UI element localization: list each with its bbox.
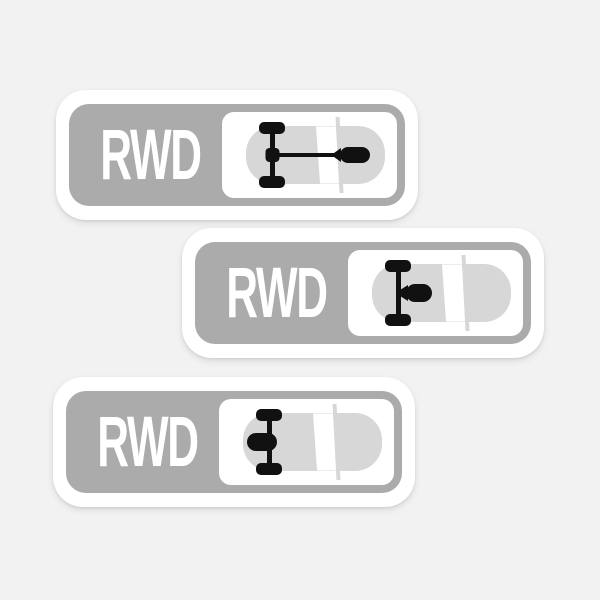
car-top-view-icon xyxy=(243,404,382,480)
car-drivetrain-graphic xyxy=(243,404,382,480)
sticker-rwd-diff-rearward: RWD xyxy=(53,377,415,507)
car-top-view-icon xyxy=(372,255,511,331)
sticker-rwd-diff-forward: RWD xyxy=(182,228,544,358)
rwd-label: RWD xyxy=(226,253,328,333)
rwd-badge: RWD xyxy=(69,104,405,206)
car-drivetrain-graphic xyxy=(246,117,385,193)
rwd-label: RWD xyxy=(97,402,199,482)
rwd-badge: RWD xyxy=(66,391,402,493)
drivetrain-driveshaft-icon xyxy=(259,122,370,188)
drivetrain-diff-rearward-icon xyxy=(247,409,282,475)
drivetrain-diff-forward-icon xyxy=(385,260,432,326)
car-panel xyxy=(222,112,397,198)
car-panel xyxy=(348,250,523,336)
rwd-badge: RWD xyxy=(195,242,531,344)
sticker-rwd-driveshaft: RWD xyxy=(56,90,418,220)
car-drivetrain-graphic xyxy=(372,255,511,331)
rwd-label: RWD xyxy=(100,115,202,195)
car-panel xyxy=(219,399,394,485)
